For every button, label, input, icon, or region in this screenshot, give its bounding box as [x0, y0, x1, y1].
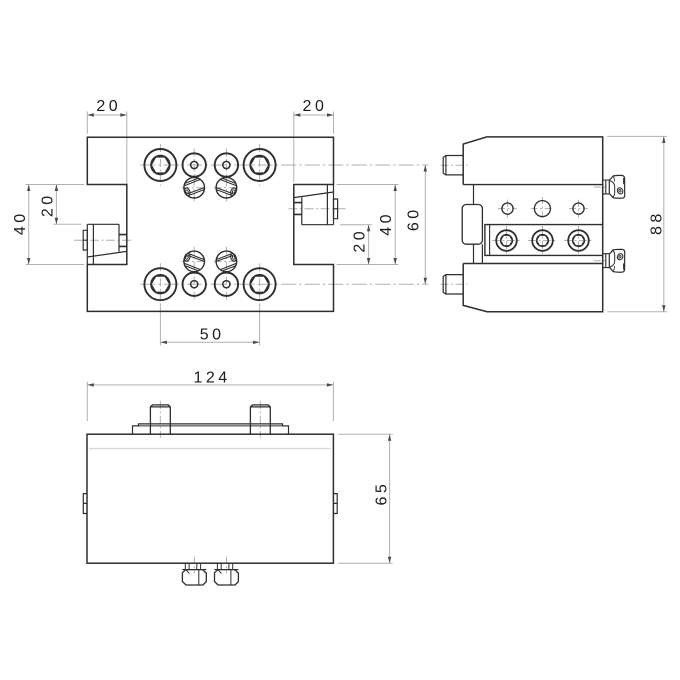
svg-text:20: 20	[96, 98, 121, 115]
svg-text:20: 20	[303, 98, 328, 115]
svg-text:40: 40	[12, 210, 29, 235]
svg-text:88: 88	[648, 210, 665, 235]
svg-text:60: 60	[405, 206, 422, 231]
svg-text:50: 50	[200, 326, 225, 343]
svg-text:40: 40	[378, 211, 395, 236]
svg-text:20: 20	[352, 228, 369, 253]
svg-text:65: 65	[374, 481, 391, 506]
svg-text:124: 124	[193, 370, 230, 387]
svg-text:20: 20	[40, 192, 57, 217]
